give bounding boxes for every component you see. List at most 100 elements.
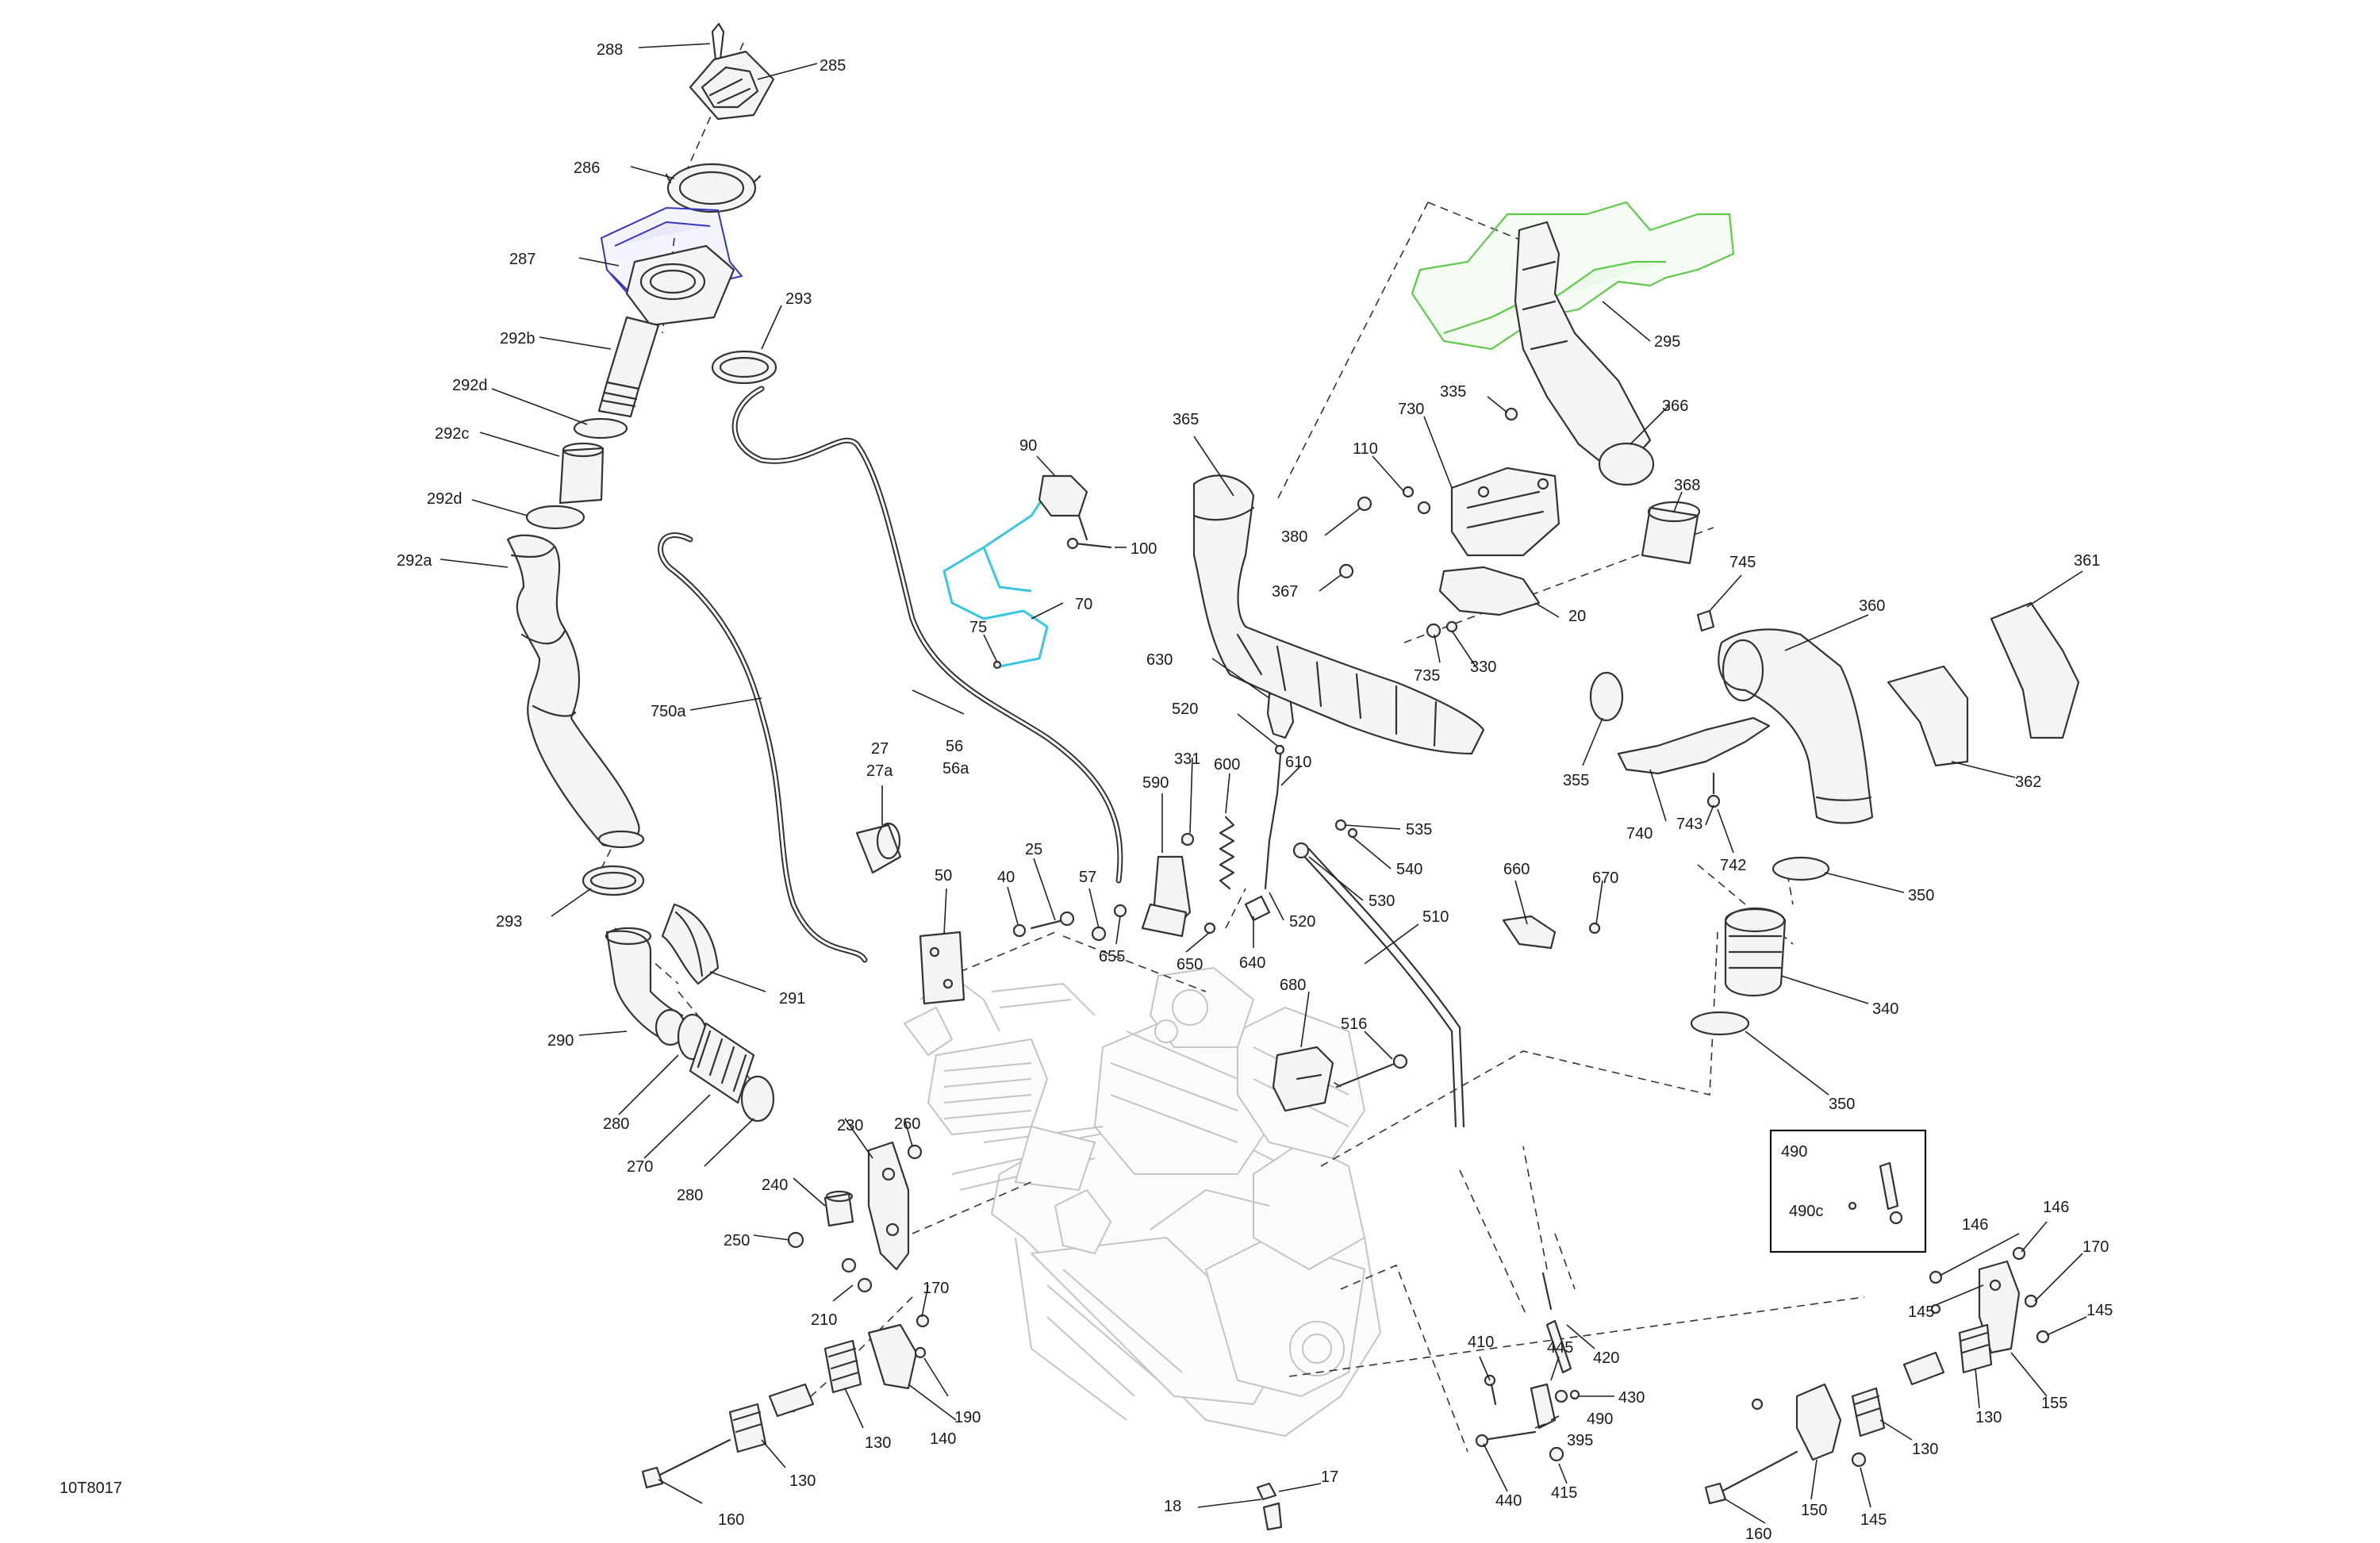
part-17-18-drain-plug [1256,1482,1283,1531]
callout-18: 18 [1164,1498,1181,1515]
callout-280-a: 280 [603,1115,629,1133]
callout-75: 75 [969,619,987,636]
callout-50: 50 [935,867,952,885]
callout-56: 56 [946,738,963,755]
callout-490c: 490c [1789,1203,1823,1220]
callout-labels: 288 285 286 287 293 292b 292d 292c 292d … [60,41,2113,1543]
part-280-clamp-b [740,1075,775,1123]
part-130-bushing-a [823,1339,862,1394]
callout-745: 745 [1729,554,1756,571]
callout-335: 335 [1440,383,1466,401]
part-286-clamp-ring [665,163,762,213]
callout-750a: 750a [651,703,686,720]
part-415-nut [1549,1446,1564,1462]
part-350-clamp-upper [1772,856,1830,881]
callout-286: 286 [574,159,600,177]
part-293-clamp [711,350,777,385]
callout-410: 410 [1468,1334,1494,1351]
callout-287: 287 [509,251,536,268]
part-270-boot [689,1022,755,1104]
callout-293-lower: 293 [496,913,522,931]
callout-742: 742 [1720,857,1746,874]
callout-530: 530 [1368,892,1395,910]
callout-288: 288 [597,41,623,59]
callout-445: 445 [1547,1339,1573,1357]
part-440-pin [1475,1430,1537,1448]
part-130-bushing-d [1851,1387,1886,1437]
callout-210: 210 [811,1311,837,1329]
callout-730: 730 [1398,401,1424,418]
callout-160-right: 160 [1745,1526,1772,1543]
part-260-bolt [907,1144,923,1160]
part-660-guard [1502,915,1557,950]
callout-280-b: 280 [677,1187,703,1204]
part-360-airbox-duct [1718,628,1874,824]
callout-395: 395 [1567,1432,1593,1449]
part-367-clip [1338,563,1354,579]
callout-380: 380 [1281,528,1307,546]
callout-145-c: 145 [1860,1511,1887,1529]
callout-260: 260 [894,1115,920,1133]
callout-440: 440 [1495,1492,1522,1510]
callout-130-b: 130 [789,1472,816,1490]
inset-box-490 [1769,1129,1927,1253]
callout-510: 510 [1422,908,1449,926]
part-355-clamp [1589,671,1624,722]
callout-735: 735 [1414,667,1440,685]
part-110-380-bolts [1357,486,1431,515]
part-50-bracket [919,931,965,1005]
part-368-sleeve [1641,501,1701,565]
callout-90: 90 [1019,437,1037,455]
callout-17: 17 [1321,1468,1338,1486]
part-680-bracket [1272,1046,1334,1112]
callout-292d-lower: 292d [427,490,463,508]
callout-590: 590 [1142,774,1169,792]
callout-155: 155 [2041,1395,2067,1412]
callout-660: 660 [1503,861,1530,878]
callout-57: 57 [1079,869,1096,886]
callout-240: 240 [762,1176,788,1194]
part-395-bracket [1530,1383,1557,1430]
callout-285: 285 [820,57,846,75]
callout-360: 360 [1859,597,1885,615]
callout-520-upper: 520 [1172,700,1198,718]
part-655-650-640-hardware [1113,895,1271,935]
callout-655: 655 [1099,948,1125,965]
part-530-535-540-hardware [1292,819,1358,859]
part-75-tie [992,660,1002,670]
callout-292b: 292b [500,330,536,347]
callout-355: 355 [1563,772,1589,789]
callout-100: 100 [1130,540,1157,558]
part-130-bushing-c [1958,1323,1993,1374]
part-160-bolt-right [1704,1450,1798,1505]
callout-70: 70 [1075,596,1092,613]
callout-292a: 292a [397,552,432,570]
part-27-bushing [855,822,902,874]
part-293-clamp-lower [582,865,645,896]
part-740-bracket [1617,716,1771,775]
callout-140: 140 [930,1430,956,1448]
callout-610: 610 [1285,754,1311,771]
part-sleeve-right [1902,1351,1945,1386]
callout-145-b: 145 [2086,1302,2113,1319]
callout-146-b: 146 [2043,1199,2069,1216]
callout-600: 600 [1214,756,1240,773]
callout-27a: 27a [866,762,893,780]
diagram-code: 10T8017 [60,1480,122,1497]
part-510-shift-rod [1299,847,1465,1128]
part-150-mount-bracket [1795,1383,1842,1461]
part-57-nut [1091,926,1107,942]
callout-630: 630 [1146,651,1173,669]
part-335-nut [1504,407,1518,421]
callout-293-upper: 293 [785,290,812,308]
engine-assembly-ghost [904,967,1381,1437]
callout-366: 366 [1662,397,1688,415]
callout-350-lower: 350 [1829,1096,1855,1113]
callout-292d-upper: 292d [452,377,488,394]
part-170-190-hardware [914,1314,930,1359]
part-340-air-filter [1724,907,1787,996]
callout-516: 516 [1341,1015,1367,1033]
part-210-bolts [841,1257,873,1293]
part-520-610-rod [1264,744,1285,890]
